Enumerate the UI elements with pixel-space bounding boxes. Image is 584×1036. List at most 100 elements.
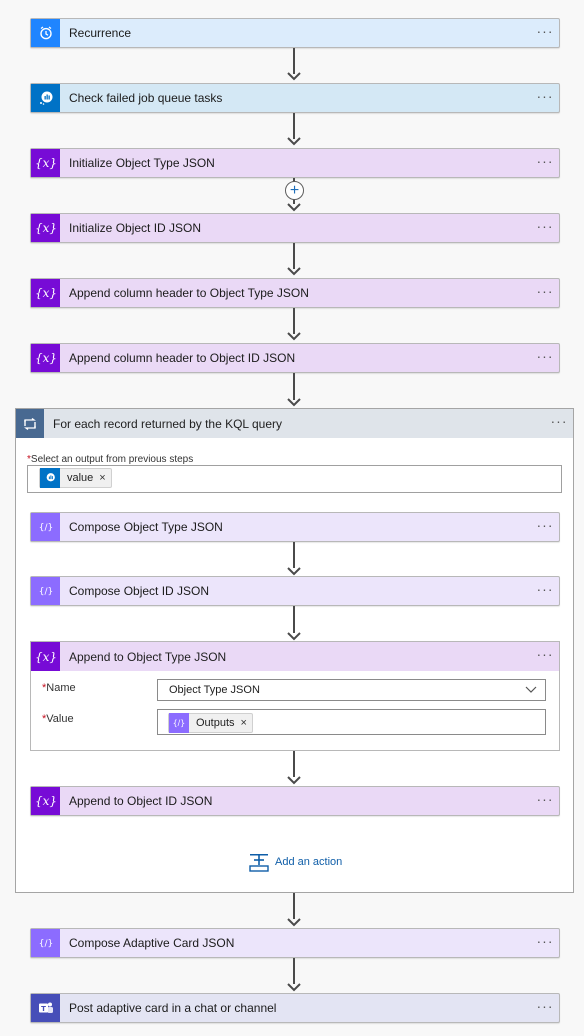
step-title: Append to Object Type JSON	[69, 649, 227, 664]
step-title: Initialize Object ID JSON	[69, 221, 202, 235]
arrow-down-icon	[287, 398, 301, 407]
arrow-down-icon	[287, 137, 301, 146]
svg-text:T: T	[41, 1005, 46, 1013]
step-title: Append column header to Object ID JSON	[69, 351, 296, 365]
add-action-label: Add an action	[275, 856, 343, 868]
chevron-down-icon	[525, 686, 537, 693]
svg-text:{/}: {/}	[38, 939, 52, 949]
step-title: Compose Adaptive Card JSON	[69, 936, 235, 950]
connector-line	[293, 751, 295, 777]
step-compose-adaptive-card-json[interactable]: {/} Compose Adaptive Card JSON ···	[30, 928, 560, 958]
connector-line	[293, 606, 295, 633]
more-options-icon[interactable]: ···	[536, 217, 554, 234]
teams-icon: T	[31, 994, 60, 1022]
step-title: Compose Object Type JSON	[69, 520, 223, 534]
more-options-icon[interactable]: ···	[536, 932, 554, 949]
step-initialize-object-id-json[interactable]: {x} Initialize Object ID JSON ···	[30, 213, 560, 243]
output-field-label: *Select an output from previous steps	[27, 454, 194, 465]
output-selector-input[interactable]	[27, 465, 562, 493]
for-each-header[interactable]: For each record returned by the KQL quer…	[16, 409, 573, 438]
expanded-step-header[interactable]: {x} Append to Object Type JSON ···	[31, 642, 559, 671]
svg-text:{/}: {/}	[173, 719, 185, 728]
step-check-failed-job-queue-tasks[interactable]: Check failed job queue tasks ···	[30, 83, 560, 113]
insert-step-plus-icon[interactable]: +	[285, 181, 304, 200]
connector-line	[293, 243, 295, 269]
arrow-down-icon	[287, 776, 301, 785]
step-title: Post adaptive card in a chat or channel	[69, 1001, 277, 1015]
compose-braces-icon: {/}	[169, 713, 189, 733]
name-field-label: *Name	[42, 682, 76, 694]
step-title: Recurrence	[69, 26, 132, 40]
step-compose-object-type-json[interactable]: {/} Compose Object Type JSON ···	[30, 512, 560, 542]
step-recurrence[interactable]: Recurrence ···	[30, 18, 560, 48]
add-action-icon	[249, 854, 269, 872]
add-an-action-button[interactable]: Add an action	[249, 852, 342, 872]
step-initialize-object-type-json[interactable]: {x} Initialize Object Type JSON ···	[30, 148, 560, 178]
loop-icon	[16, 409, 44, 438]
svg-text:{x}: {x}	[35, 156, 57, 170]
connector-line	[293, 958, 295, 984]
svg-text:{/}: {/}	[38, 523, 52, 533]
arrow-down-icon	[287, 267, 301, 276]
variable-braces-icon: {x}	[31, 149, 60, 177]
compose-braces-icon: {/}	[31, 577, 60, 605]
arrow-down-icon	[287, 332, 301, 341]
more-options-icon[interactable]: ···	[536, 152, 554, 169]
variable-braces-icon: {x}	[31, 787, 60, 815]
connector-line	[293, 373, 295, 400]
variable-braces-icon: {x}	[31, 214, 60, 242]
more-options-icon[interactable]: ···	[550, 413, 568, 429]
compose-braces-icon: {/}	[31, 929, 60, 957]
step-title: Append to Object ID JSON	[69, 794, 213, 808]
step-title: Append column header to Object Type JSON	[69, 286, 309, 300]
dropdown-selected-value: Object Type JSON	[169, 684, 260, 696]
token-label: value	[67, 472, 94, 484]
alarm-clock-icon	[31, 19, 60, 47]
more-options-icon[interactable]: ···	[536, 22, 554, 39]
more-options-icon[interactable]: ···	[536, 790, 554, 807]
variable-braces-icon: {x}	[31, 279, 60, 307]
svg-text:{x}: {x}	[35, 794, 57, 808]
arrow-down-icon	[287, 918, 301, 927]
kusto-query-icon	[31, 84, 60, 112]
name-dropdown[interactable]: Object Type JSON	[157, 679, 546, 701]
connector-line	[293, 308, 295, 334]
svg-text:{x}: {x}	[35, 286, 57, 300]
svg-text:{/}: {/}	[38, 587, 52, 597]
arrow-down-icon	[287, 72, 301, 81]
step-append-to-object-id-json[interactable]: {x} Append to Object ID JSON ···	[30, 786, 560, 816]
remove-token-icon[interactable]: ×	[240, 717, 247, 729]
step-title: Compose Object ID JSON	[69, 584, 210, 598]
compose-braces-icon: {/}	[31, 513, 60, 541]
svg-text:{x}: {x}	[35, 351, 57, 365]
more-options-icon[interactable]: ···	[536, 580, 554, 597]
step-post-adaptive-card[interactable]: T Post adaptive card in a chat or channe…	[30, 993, 560, 1023]
connector-line	[293, 48, 295, 74]
arrow-down-icon	[287, 567, 301, 576]
outputs-token[interactable]: {/} Outputs ×	[168, 713, 253, 733]
value-token[interactable]: value ×	[39, 468, 112, 488]
more-options-icon[interactable]: ···	[536, 646, 554, 662]
step-compose-object-id-json[interactable]: {/} Compose Object ID JSON ···	[30, 576, 560, 606]
connector-line	[293, 113, 295, 139]
arrow-down-icon	[287, 983, 301, 992]
variable-braces-icon: {x}	[31, 642, 60, 671]
step-title: Check failed job queue tasks	[69, 91, 223, 105]
step-append-column-header-object-id[interactable]: {x} Append column header to Object ID JS…	[30, 343, 560, 373]
arrow-down-icon	[287, 203, 301, 212]
more-options-icon[interactable]: ···	[536, 87, 554, 104]
more-options-icon[interactable]: ···	[536, 347, 554, 364]
more-options-icon[interactable]: ···	[536, 516, 554, 533]
step-title: Initialize Object Type JSON	[69, 156, 215, 170]
token-label: Outputs	[196, 717, 235, 729]
step-title: For each record returned by the KQL quer…	[53, 416, 283, 431]
more-options-icon[interactable]: ···	[536, 282, 554, 299]
more-options-icon[interactable]: ···	[536, 997, 554, 1014]
remove-token-icon[interactable]: ×	[99, 472, 106, 484]
connector-line	[293, 893, 295, 919]
step-append-column-header-object-type[interactable]: {x} Append column header to Object Type …	[30, 278, 560, 308]
connector-line	[293, 542, 295, 568]
svg-text:{x}: {x}	[35, 221, 57, 235]
kusto-query-icon	[40, 468, 60, 488]
